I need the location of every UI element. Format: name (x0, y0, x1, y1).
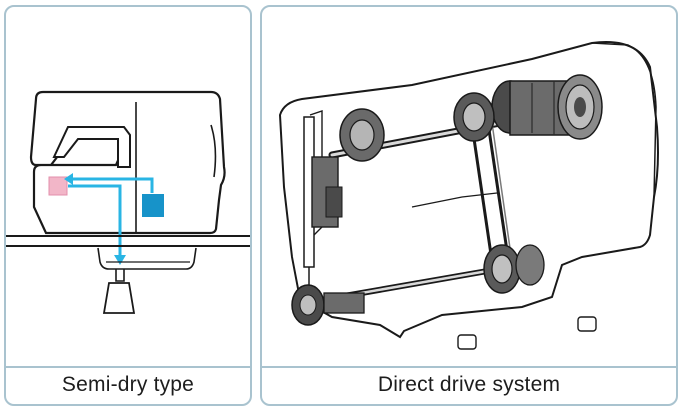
oil-flow-path (66, 177, 154, 193)
needle-area-square (48, 176, 68, 196)
direct-drive-caption: Direct drive system (377, 373, 561, 396)
oil-tank-square (142, 194, 164, 217)
oil-flow-arrowhead-needle (64, 173, 73, 185)
machine-foot-right (577, 316, 597, 332)
oil-pan (97, 247, 197, 270)
machine-front-curve (210, 124, 217, 178)
direct-drive-machine-diagram (262, 41, 676, 368)
semi-dry-machine-diagram (6, 90, 250, 368)
machine-head-detail (52, 126, 131, 168)
drive-motor-shaft (115, 269, 125, 282)
semi-dry-type-panel: Semi-dry type (4, 5, 252, 406)
upper-pulley (453, 92, 495, 142)
direct-drive-motor (491, 74, 603, 140)
lower-pulley (483, 244, 545, 294)
semi-dry-caption: Semi-dry type (61, 373, 195, 396)
oil-flow-return (68, 184, 122, 257)
machine-foot-left (457, 334, 477, 350)
direct-drive-panel: Direct drive system (260, 5, 678, 406)
timing-belt-right-inner (491, 122, 514, 270)
machine-front-contour (411, 192, 498, 208)
needle-bar-assembly (303, 116, 343, 299)
machine-end-cap (591, 42, 657, 198)
oil-flow-arrowhead-down (114, 255, 126, 265)
rotary-hook (291, 284, 365, 326)
rear-flywheel (339, 108, 385, 162)
drive-motor-body (102, 282, 136, 314)
